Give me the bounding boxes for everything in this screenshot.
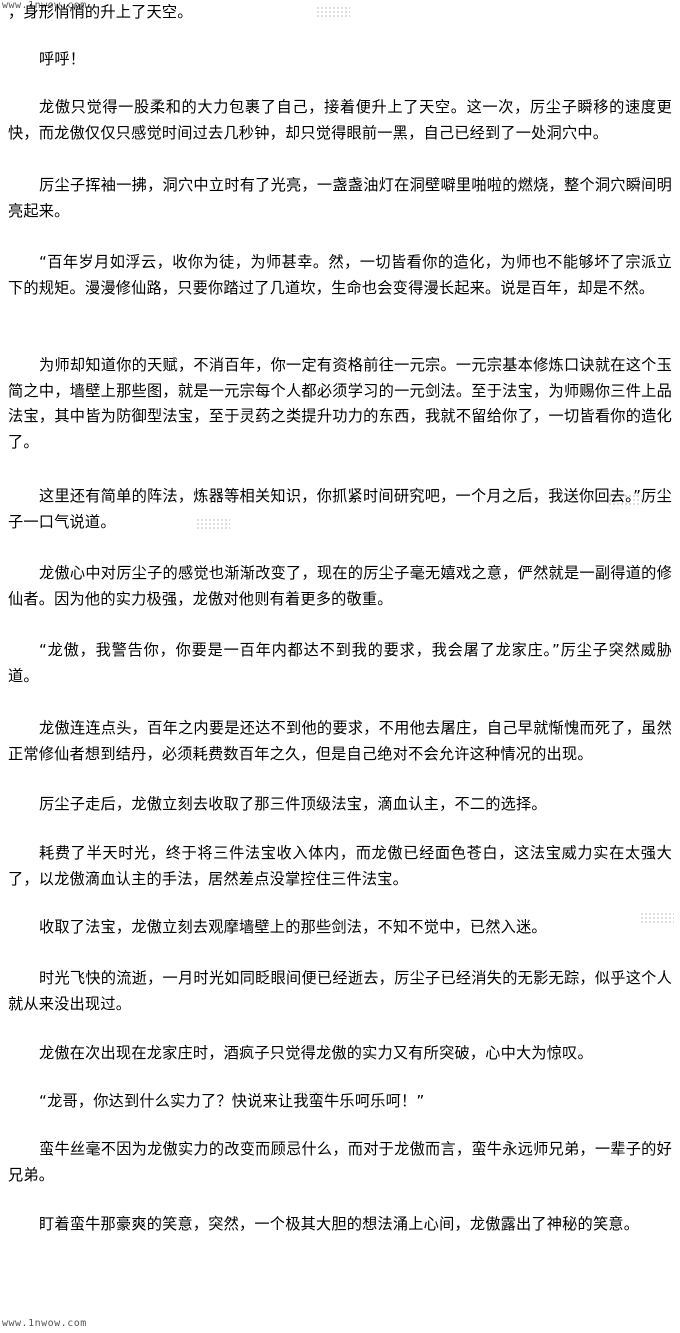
paragraph: “龙傲，我警告你，你要是一百年内都达不到我的要求，我会屠了龙家庄。”厉尘子突然威…: [8, 641, 672, 685]
paragraph: 盯着蛮牛那豪爽的笑意，突然，一个极其大胆的想法涌上心间，龙傲露出了神秘的笑意。: [39, 1215, 640, 1233]
watermark-bottom: www.1nwow.com: [2, 1318, 87, 1329]
paragraph: 龙傲心中对厉尘子的感觉也渐渐改变了，现在的厉尘子毫无嬉戏之意，俨然就是一副得道的…: [8, 564, 672, 608]
paragraph: “百年岁月如浮云，收你为徒，为师甚幸。然，一切皆看你的造化，为师也不能够坏了宗派…: [8, 253, 672, 297]
paragraph: “龙哥，你达到什么实力了？快说来让我蛮牛乐呵乐呵！”: [39, 1092, 425, 1110]
paragraph: 龙傲连连点头，百年之内要是还达不到他的要求，不用他去屠庄，自己早就惭愧而死了，虽…: [8, 719, 672, 763]
paragraph: 呼呼！: [39, 50, 86, 68]
paragraph: ，身形悄悄的升上了天空。: [8, 3, 193, 21]
paragraph: 厉尘子挥袖一拂，洞穴中立时有了光亮，一盏盏油灯在洞壁噼里啪啦的燃烧，整个洞穴瞬间…: [8, 176, 672, 220]
paragraph: 耗费了半天时光，终于将三件法宝收入体内，而龙傲已经面色苍白，这法宝威力实在太强大…: [8, 844, 672, 888]
paragraph: 这里还有简单的阵法，炼器等相关知识，你抓紧时间研究吧，一个月之后，我送你回去。”…: [8, 487, 672, 531]
watermark-top: www.1nwow.com: [2, 0, 87, 11]
scan-noise: [300, 1090, 334, 1102]
paragraph: 厉尘子走后，龙傲立刻去收取了那三件顶级法宝，滴血认主，不二的选择。: [39, 795, 547, 813]
scan-noise: [608, 494, 642, 506]
scan-noise: [640, 912, 674, 924]
paragraph: 时光飞快的流逝，一月时光如同眨眼间便已经逝去，厉尘子已经消失的无影无踪，似乎这个…: [8, 969, 672, 1013]
scan-noise: [196, 518, 230, 530]
scan-noise: [316, 6, 350, 18]
paragraph: 龙傲只觉得一股柔和的大力包裹了自己，接着便升上了天空。这一次，厉尘子瞬移的速度更…: [8, 98, 672, 142]
paragraph: 蛮牛丝毫不因为龙傲实力的改变而顾忌什么，而对于龙傲而言，蛮牛永远师兄弟，一辈子的…: [8, 1140, 672, 1184]
paragraph: 龙傲在次出现在龙家庄时，酒疯子只觉得龙傲的实力又有所突破，心中大为惊叹。: [39, 1044, 593, 1062]
paragraph: 为师却知道你的天赋，不消百年，你一定有资格前往一元宗。一元宗基本修炼口诀就在这个…: [8, 356, 672, 451]
paragraph: 收取了法宝，龙傲立刻去观摩墙壁上的那些剑法，不知不觉中，已然入迷。: [39, 918, 547, 936]
